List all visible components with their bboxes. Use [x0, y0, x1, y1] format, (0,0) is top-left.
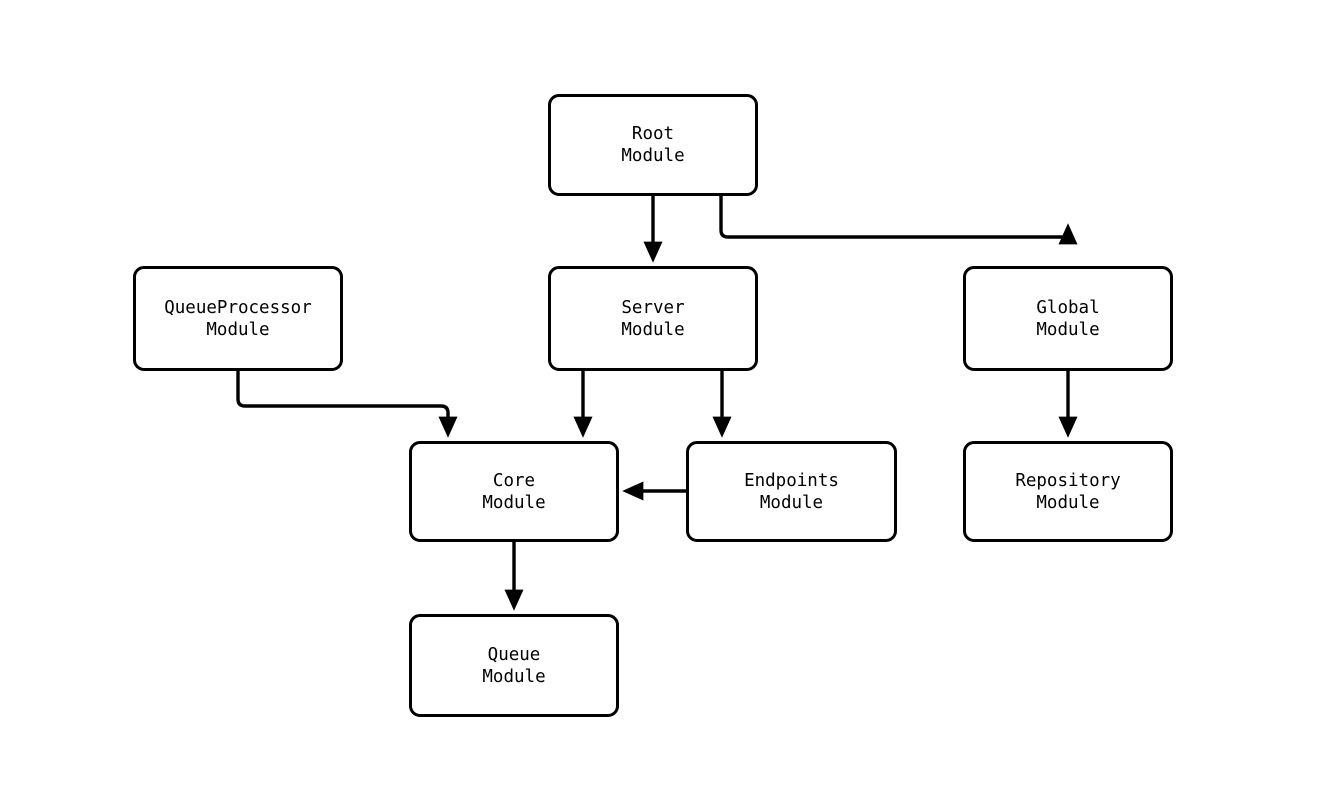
node-root-module[interactable]: Root Module [548, 94, 758, 196]
node-server-module-label: Server Module [621, 297, 685, 340]
node-repository-module[interactable]: Repository Module [963, 441, 1173, 542]
edge-root-to-global [719, 196, 1078, 245]
node-server-module[interactable]: Server Module [548, 266, 758, 371]
node-core-module[interactable]: Core Module [409, 441, 619, 542]
node-global-module-label: Global Module [1036, 297, 1100, 340]
node-endpoints-module-label: Endpoints Module [744, 470, 839, 513]
edge-queueprocessor-to-core [236, 371, 458, 438]
node-core-module-label: Core Module [482, 470, 546, 513]
node-queueprocessor-module[interactable]: QueueProcessor Module [133, 266, 343, 371]
node-queue-module[interactable]: Queue Module [409, 614, 619, 717]
node-queue-module-label: Queue Module [482, 644, 546, 687]
node-endpoints-module[interactable]: Endpoints Module [686, 441, 897, 542]
node-queueprocessor-module-label: QueueProcessor Module [164, 297, 312, 340]
node-global-module[interactable]: Global Module [963, 266, 1173, 371]
node-repository-module-label: Repository Module [1015, 470, 1121, 513]
node-root-module-label: Root Module [621, 124, 685, 166]
